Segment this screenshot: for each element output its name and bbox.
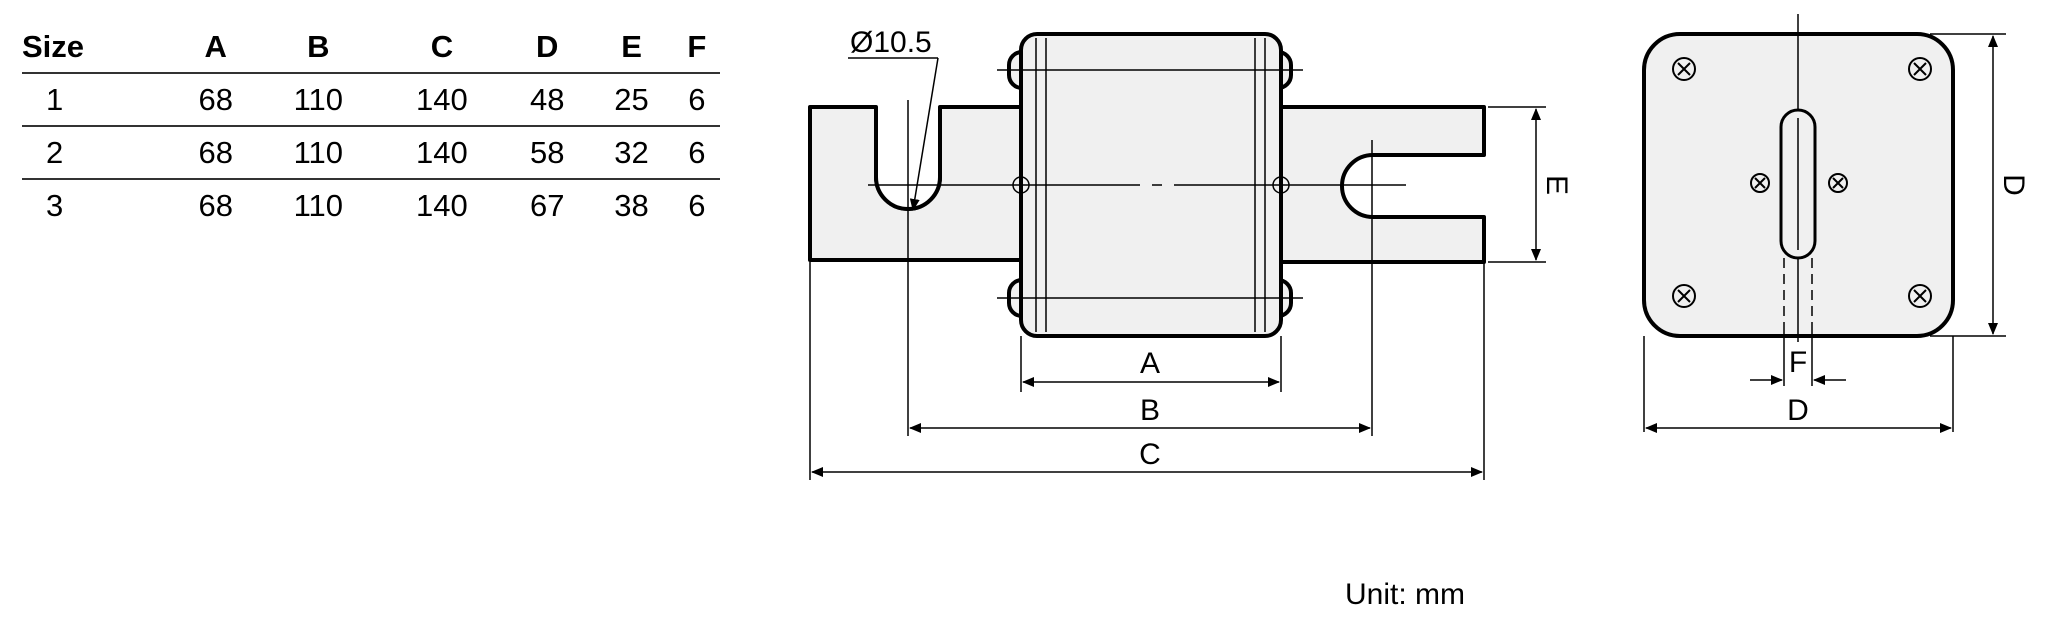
table-cell: 6 (673, 73, 720, 127)
screw-icon (1672, 57, 1696, 81)
dim-label-f: F (1789, 346, 1807, 379)
table-cell: 67 (530, 187, 565, 223)
table-row: 1 68 110 140 48 25 6 (22, 73, 720, 127)
dim-label-a: A (1140, 347, 1160, 380)
table-header-cell: Size (22, 22, 174, 74)
table-cell: 140 (378, 73, 506, 127)
table-header-cell: C (378, 22, 506, 74)
dim-label-e: E (1540, 175, 1573, 195)
table-header-cell: F (673, 22, 720, 74)
screw-icon (1672, 284, 1696, 308)
hole-diameter-label: Ø10.5 (850, 26, 932, 59)
table-cell: 25 (589, 73, 674, 127)
table-cell: 3 (46, 187, 64, 223)
table-cell: 140 (416, 187, 468, 223)
table-cell: 2 (22, 126, 174, 180)
table-cell: 1 (22, 73, 174, 127)
table-cell: 58 (505, 126, 590, 180)
dim-label-b: B (1140, 394, 1160, 427)
screw-icon (1908, 57, 1932, 81)
table-cell: 68 (173, 73, 258, 127)
screw-icon (1908, 284, 1932, 308)
table-cell: 6 (673, 126, 720, 180)
table-row: 3 68 110 140 67 38 6 (22, 179, 720, 231)
front-view: Ø10.5 A B C E (808, 26, 1573, 480)
right-contact-blade (1268, 105, 1486, 264)
table-cell: 68 (173, 126, 258, 180)
table-cell: 110 (257, 126, 379, 180)
side-view: F D D (1642, 14, 2030, 433)
table-header-cell: A (173, 22, 258, 74)
hole-leader (848, 57, 939, 211)
screw-icon (1828, 173, 1848, 193)
table-cell: 68 (198, 187, 233, 223)
table-cell: 6 (688, 187, 706, 223)
dim-label-c: C (1139, 438, 1161, 471)
dim-label-d-bottom: D (1787, 394, 1809, 427)
table-cell: 110 (293, 187, 343, 223)
table-cell: 140 (378, 126, 506, 180)
dimensions-table: Size A B C D E F 1 68 110 140 48 25 6 2 … (22, 22, 720, 231)
table-header-row: Size A B C D E F (22, 22, 720, 74)
table-cell: 32 (589, 126, 674, 180)
screw-icons (1672, 57, 1932, 308)
unit-note: Unit: mm (1345, 578, 1465, 611)
table-cell: 48 (505, 73, 590, 127)
table-row: 2 68 110 140 58 32 6 (22, 126, 720, 180)
table-cell: 38 (614, 187, 649, 223)
table-header-cell: E (589, 22, 674, 74)
dim-label-d-side: D (1997, 174, 2030, 196)
screw-icon (1750, 173, 1770, 193)
table-header-cell: B (257, 22, 379, 74)
table-header-cell: D (505, 22, 590, 74)
table-cell: 110 (257, 73, 379, 127)
